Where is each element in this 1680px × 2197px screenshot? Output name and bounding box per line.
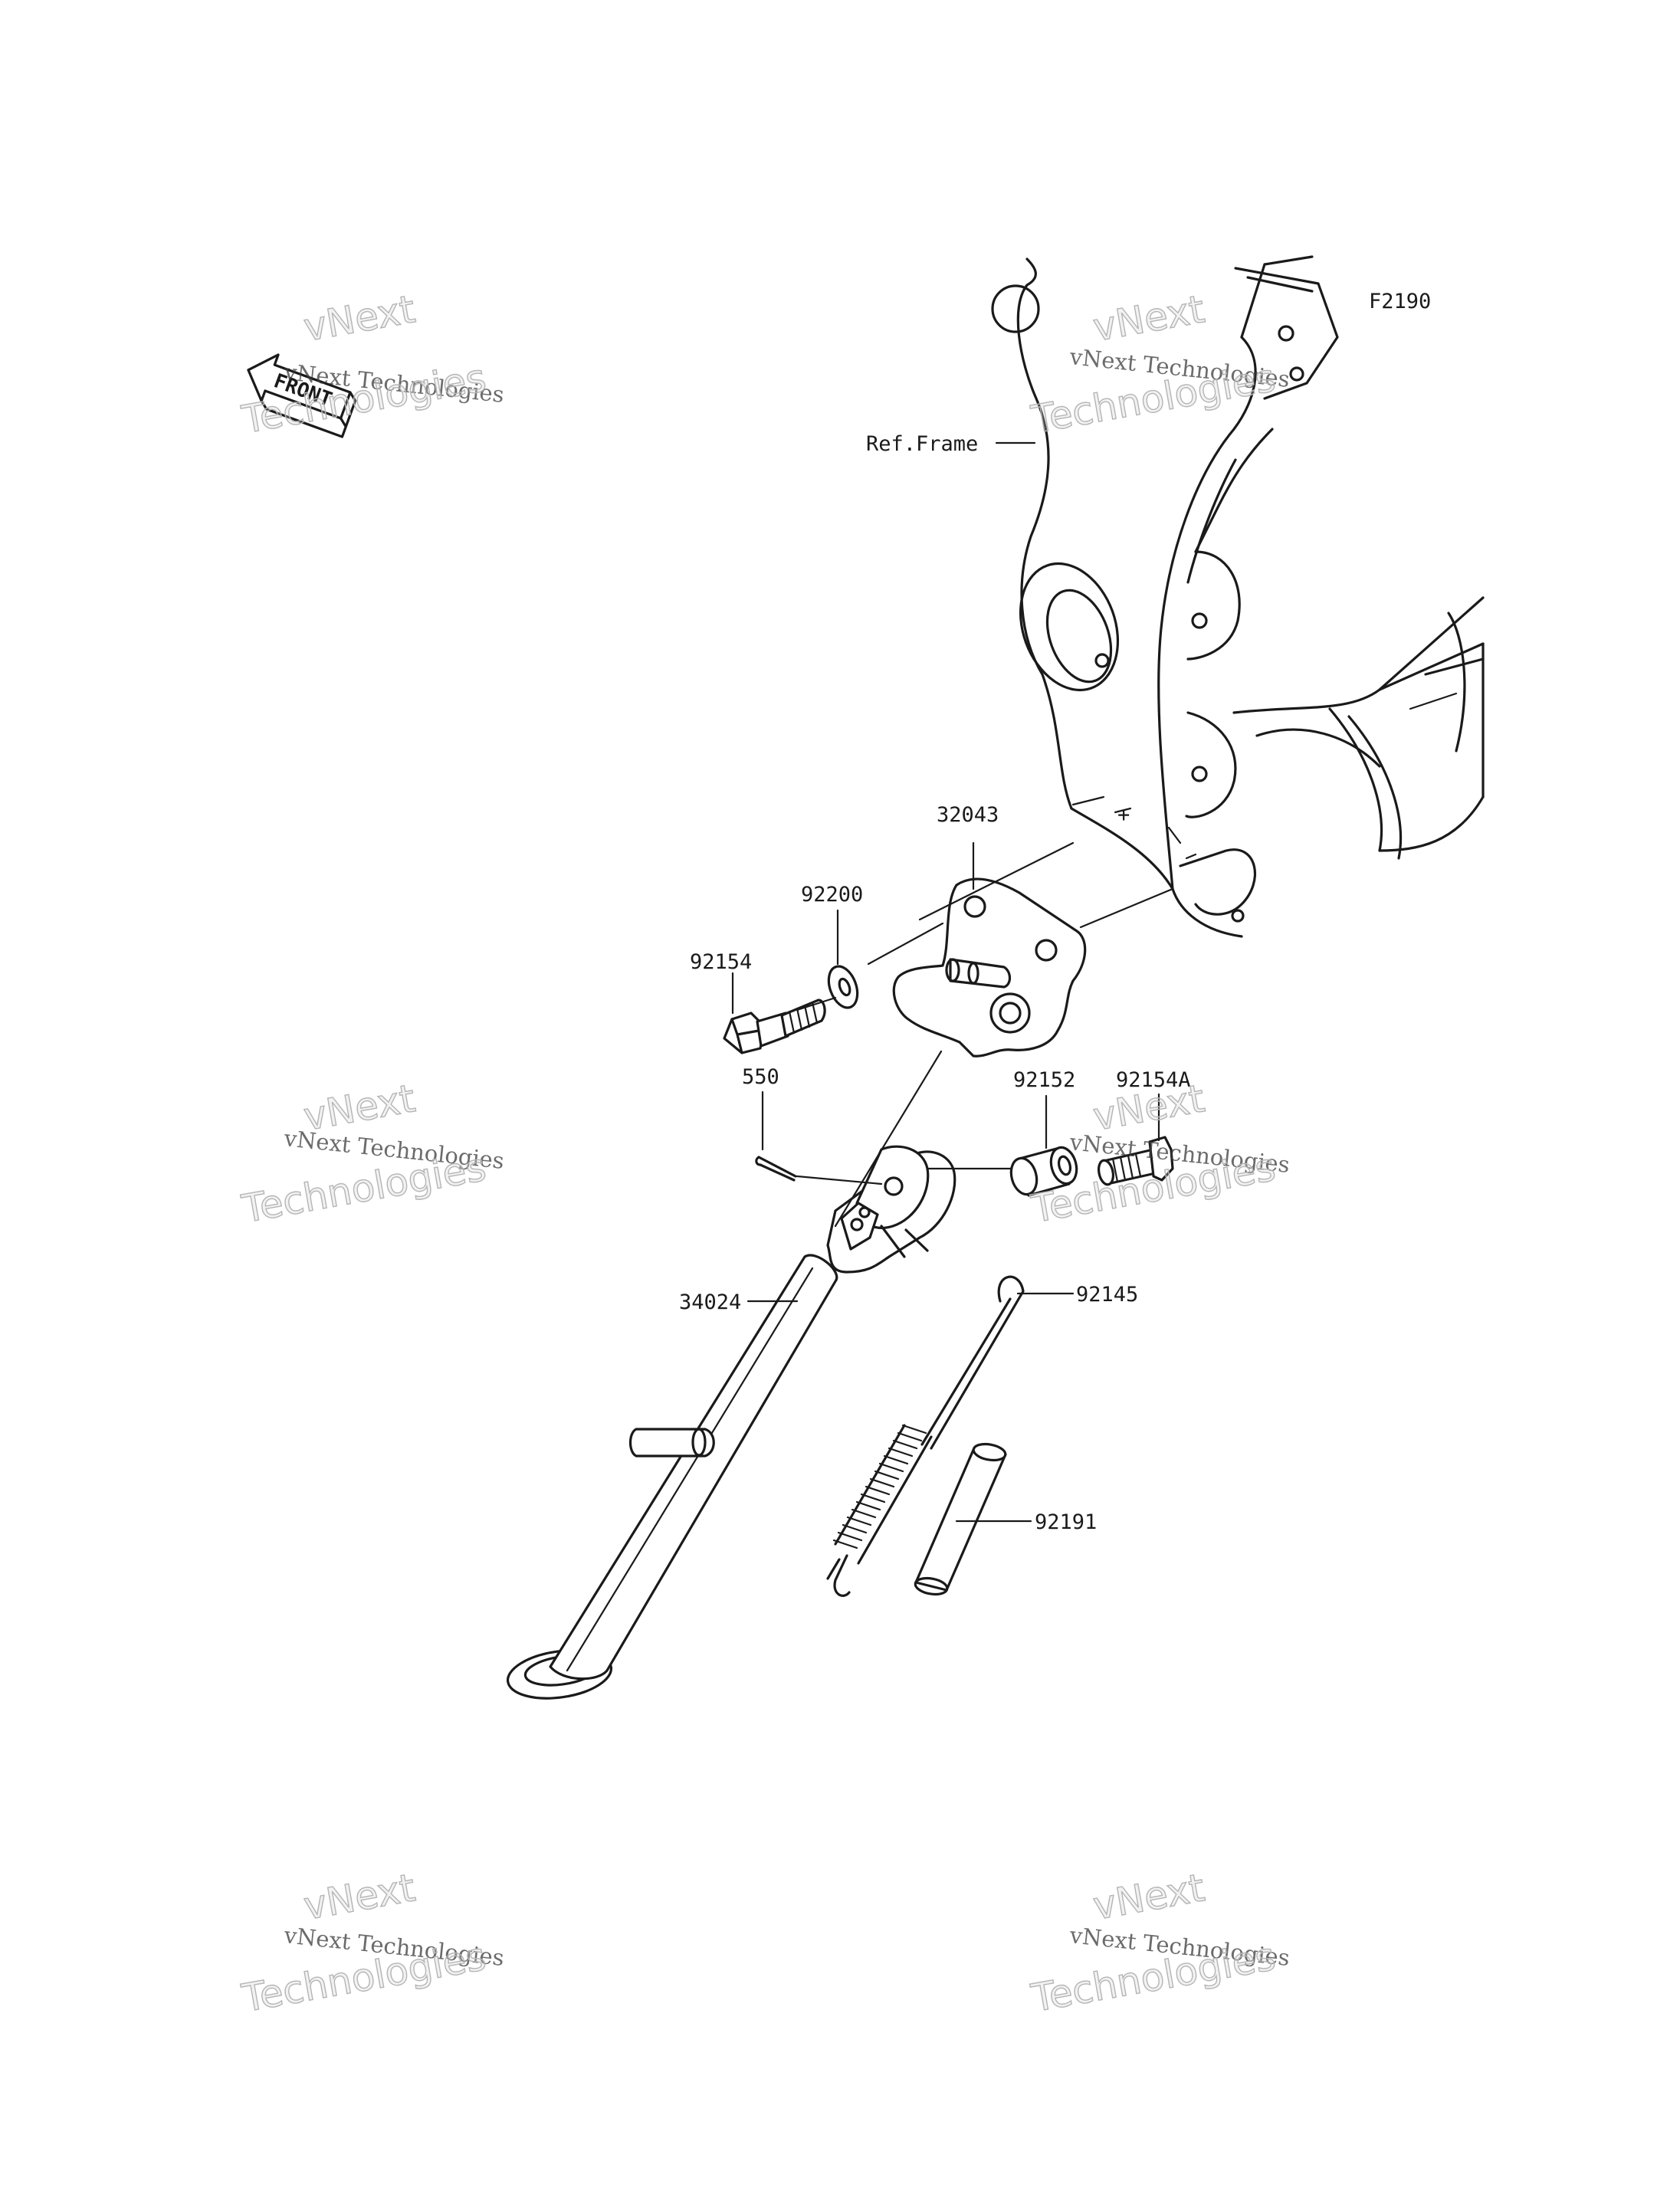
collar-92152 [1009, 1146, 1078, 1197]
svg-text:vNext: vNext [1090, 1076, 1208, 1139]
bolt-92154a [1097, 1136, 1174, 1186]
part-labels: F2190 Ref.Frame 32043 92200 92154 550 92… [679, 290, 1431, 1534]
label-92152: 92152 [1013, 1068, 1075, 1092]
watermark-top-left: vNext vNext Technologies Technologies [238, 287, 505, 443]
label-92200: 92200 [801, 883, 863, 907]
bracket-32043 [892, 877, 1087, 1058]
svg-text:vNext: vNext [300, 1865, 418, 1928]
svg-text:vNext: vNext [1090, 1865, 1208, 1928]
watermark-bottom-right: vNext vNext Technologies Technologies [1027, 1865, 1291, 2022]
cotter-pin-550 [755, 1156, 797, 1182]
label-92191: 92191 [1035, 1510, 1097, 1534]
frame-drawing: + [991, 255, 1485, 938]
sleeve-92191 [914, 1442, 1007, 1596]
watermark-top-right: vNext vNext Technologies Technologies [1027, 287, 1291, 443]
svg-text:vNext: vNext [300, 287, 418, 349]
svg-text:+: + [1117, 803, 1130, 827]
watermark-middle-left: vNext vNext Technologies Technologies [238, 1076, 505, 1232]
figure-code: F2190 [1369, 290, 1431, 313]
ref-frame-label: Ref.Frame [866, 432, 978, 456]
label-34024: 34024 [679, 1290, 741, 1314]
label-550: 550 [742, 1065, 779, 1089]
label-92154a: 92154A [1116, 1068, 1191, 1092]
washer-92200 [827, 965, 859, 1009]
bolt-92154 [723, 998, 826, 1054]
watermark-bottom-left: vNext vNext Technologies Technologies [238, 1865, 505, 2022]
label-32043: 32043 [937, 803, 999, 827]
label-92145: 92145 [1076, 1283, 1138, 1307]
leader-lines [731, 441, 1174, 1523]
spring-92145 [826, 1275, 1025, 1597]
label-92154: 92154 [690, 950, 752, 974]
sidestand-34024 [506, 1145, 956, 1700]
svg-text:vNext: vNext [1090, 287, 1208, 349]
